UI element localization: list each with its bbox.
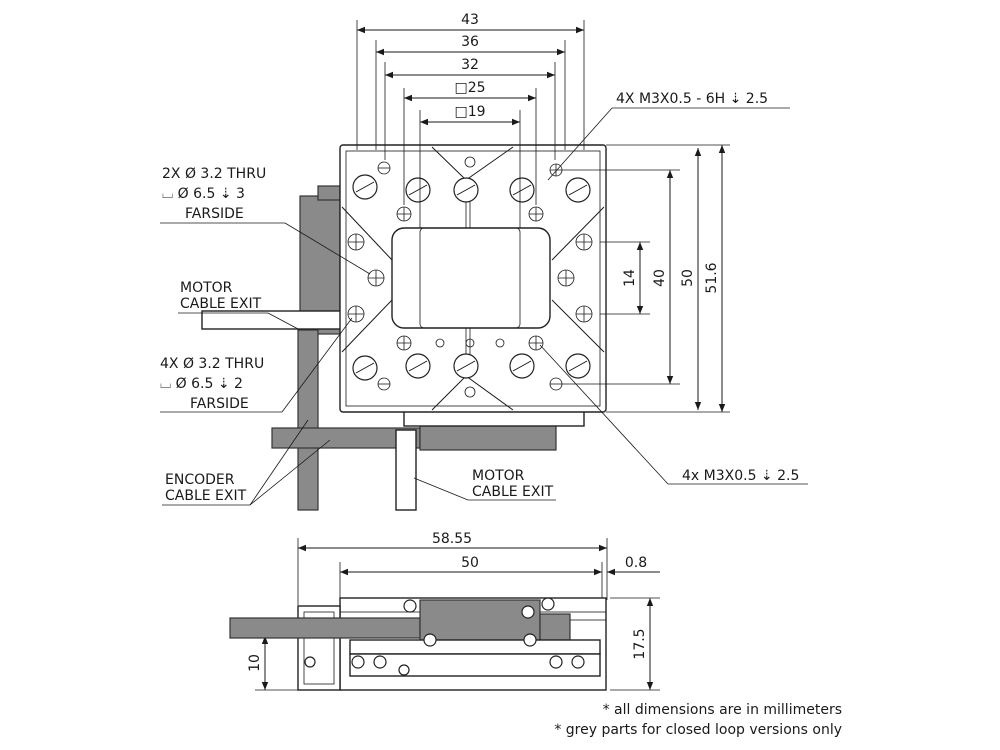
svg-text:⌴ Ø 6.5 ⇣ 3: ⌴ Ø 6.5 ⇣ 3 [162, 186, 245, 202]
dim-17-5: 17.5 [632, 628, 648, 659]
top-horizontal-dimensions: 43 36 32 □25 □19 [356, 12, 585, 228]
callout-encoder-cable: ENCODER CABLE EXIT [162, 419, 331, 506]
svg-text:2X Ø 3.2 THRU: 2X Ø 3.2 THRU [162, 166, 266, 182]
svg-text:FARSIDE: FARSIDE [185, 206, 244, 222]
motor-cable-bottom [395, 429, 417, 511]
svg-text:CABLE EXIT: CABLE EXIT [472, 484, 554, 500]
footnote-units: * all dimensions are in millimeters [602, 702, 842, 718]
callout-motor-cable-bottom: MOTOR CABLE EXIT [413, 468, 556, 501]
svg-text:4x M3X0.5 ⇣ 2.5: 4x M3X0.5 ⇣ 2.5 [682, 468, 799, 484]
dim-40: 40 [652, 269, 668, 287]
dim-36: 36 [461, 34, 479, 50]
center-aperture [391, 227, 551, 329]
dim-10: 10 [247, 654, 263, 672]
callout-motor-cable-left: MOTOR CABLE EXIT [178, 280, 301, 331]
dim-50: 50 [680, 269, 696, 287]
svg-text:4X M3X0.5 - 6H ⇣ 2.5: 4X M3X0.5 - 6H ⇣ 2.5 [616, 91, 768, 107]
footnote-grey-parts: * grey parts for closed loop versions on… [554, 722, 842, 738]
dim-43: 43 [461, 12, 479, 28]
callout-thread-top: 4X M3X0.5 - 6H ⇣ 2.5 [547, 91, 790, 181]
dim-14: 14 [622, 269, 638, 287]
side-cable [229, 617, 421, 639]
svg-text:FARSIDE: FARSIDE [190, 396, 249, 412]
dim-25-square: □25 [454, 80, 485, 96]
motor-cable-left [201, 310, 355, 330]
svg-text:CABLE EXIT: CABLE EXIT [165, 488, 247, 504]
svg-text:⌴ Ø 6.5 ⇣ 2: ⌴ Ø 6.5 ⇣ 2 [160, 376, 243, 392]
dim-51-6: 51.6 [704, 262, 720, 293]
dim-58-55: 58.55 [432, 531, 472, 547]
dim-0-8: 0.8 [625, 555, 647, 571]
svg-text:ENCODER: ENCODER [165, 472, 235, 488]
svg-text:MOTOR: MOTOR [180, 280, 233, 296]
callout-thru-2x: 2X Ø 3.2 THRU ⌴ Ø 6.5 ⇣ 3 FARSIDE [160, 166, 371, 275]
top-vertical-dimensions: 14 40 50 51.6 [562, 144, 730, 413]
dim-50-side: 50 [461, 555, 479, 571]
callout-thru-4x: 4X Ø 3.2 THRU ⌴ Ø 6.5 ⇣ 2 FARSIDE [160, 317, 353, 413]
mounting-holes [347, 156, 593, 398]
dim-19-square: □19 [454, 104, 485, 120]
svg-text:CABLE EXIT: CABLE EXIT [180, 296, 262, 312]
dim-32: 32 [461, 57, 479, 73]
screw-heads [352, 174, 591, 381]
side-screws [304, 597, 585, 676]
svg-text:MOTOR: MOTOR [472, 468, 525, 484]
top-view: 43 36 32 □25 □19 14 40 50 51.6 [160, 12, 808, 511]
side-view: 58.55 50 0.8 17.5 10 [229, 531, 660, 691]
callout-thread-bottom: 4x M3X0.5 ⇣ 2.5 [539, 344, 808, 485]
svg-text:4X Ø 3.2 THRU: 4X Ø 3.2 THRU [160, 356, 264, 372]
